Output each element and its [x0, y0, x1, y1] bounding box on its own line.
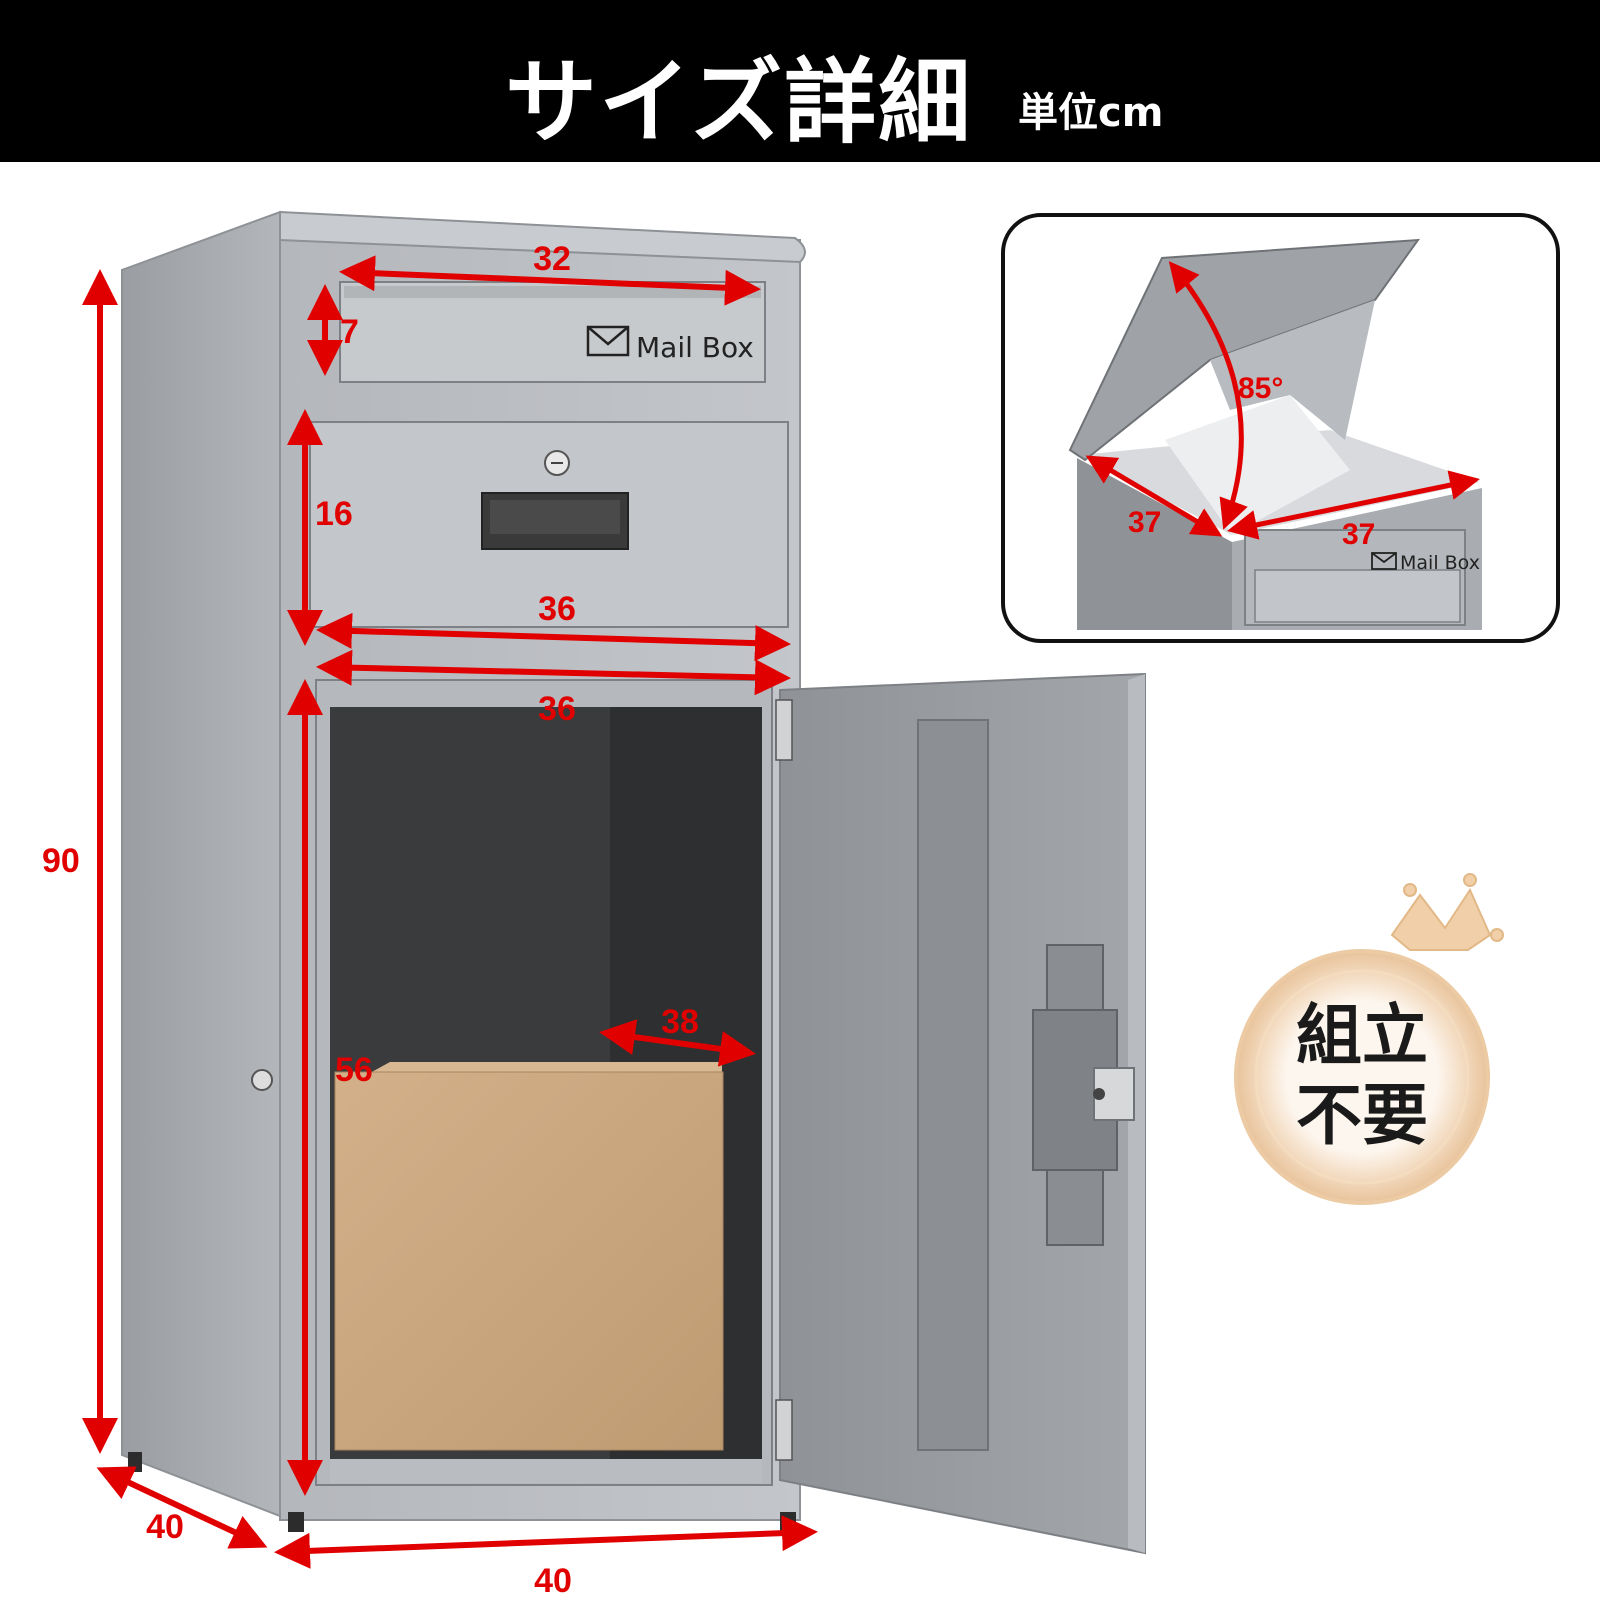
lid-depth-label: 37 — [1128, 506, 1161, 539]
lid-detail-inset — [1001, 213, 1560, 643]
drawer-width-label: 36 — [538, 590, 576, 628]
total-height-label: 90 — [42, 842, 80, 880]
envelope-icon — [586, 325, 630, 357]
opening-width-label: 36 — [538, 690, 576, 728]
cardboard-box — [334, 1062, 724, 1451]
compartment-height-label: 56 — [335, 1051, 373, 1089]
open-door — [775, 672, 1146, 1555]
lid-depth-line — [1085, 455, 1223, 537]
crown-icon — [1390, 873, 1504, 951]
base-width-line — [274, 1515, 818, 1569]
drawer-width-line — [316, 612, 791, 662]
lid-angle-label: 85° — [1238, 372, 1283, 405]
lid-width-label: 37 — [1342, 518, 1375, 551]
opening-width-line — [316, 649, 791, 696]
drawer — [309, 421, 789, 628]
inner-depth-line — [599, 1019, 756, 1067]
inner-depth-label: 38 — [661, 1003, 699, 1041]
slot-width-label: 32 — [533, 240, 571, 278]
base-depth-line — [96, 1466, 268, 1549]
dimension-lines — [82, 255, 818, 1569]
lock-icon — [544, 450, 570, 476]
inset-mail-box-label: Mail Box — [1400, 552, 1480, 574]
inset-dimension-lines — [1085, 261, 1480, 540]
page-title: サイズ詳細 — [505, 49, 973, 156]
base-depth-label: 40 — [146, 1508, 184, 1546]
badge-line-2: 不要 — [1296, 1077, 1428, 1154]
no-assembly-badge: 組立 不要 — [1234, 873, 1504, 1205]
mail-box-label: Mail Box — [636, 331, 754, 364]
slot-height-label: 7 — [340, 313, 359, 351]
drawer-height-label: 16 — [315, 495, 353, 533]
base-width-label: 40 — [534, 1562, 572, 1600]
slot-width-line — [339, 255, 761, 306]
unit-label: 単位cm — [1018, 90, 1164, 136]
badge-line-1: 組立 — [1296, 997, 1428, 1074]
lid-width-line — [1227, 470, 1480, 540]
header-bar: サイズ詳細 単位cm — [0, 0, 1600, 162]
